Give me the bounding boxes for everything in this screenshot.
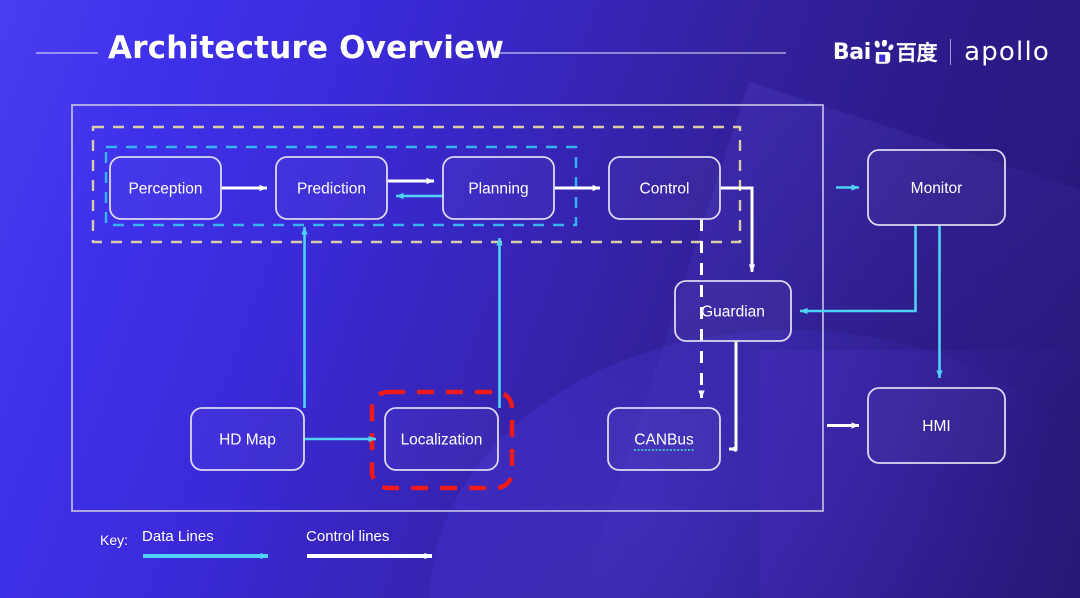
node-box-canbus <box>607 407 721 471</box>
node-monitor[interactable]: Monitor <box>867 149 1006 226</box>
title-rule-left <box>36 52 98 54</box>
diagram-nodes: Perception Prediction Planning ControlGuard… <box>109 149 1006 471</box>
baidu-latin-text: Bai <box>832 39 871 65</box>
baidu-logo: Bai 百度 <box>832 37 938 67</box>
node-control[interactable]: Control <box>608 156 721 220</box>
brand-lockup: Bai 百度 apollo <box>833 34 1050 70</box>
architecture-diagram: Perception Prediction Planning ControlGuard… <box>71 104 1006 512</box>
brand-divider <box>950 39 952 65</box>
node-label-hdmap: HD Map <box>219 432 276 449</box>
node-label-canbus: CANBus <box>634 432 694 449</box>
legend-item-data-lines: Data Lines <box>142 528 292 563</box>
edge-monitor-to-guardian <box>799 225 917 315</box>
legend-arrow-control-lines <box>307 552 433 560</box>
node-planning[interactable]: Planning <box>442 156 555 220</box>
edge-guardian-to-canbus <box>728 341 738 453</box>
node-label-planning: Planning <box>468 181 528 198</box>
node-box-guardian <box>674 280 792 342</box>
node-label-perception: Perception <box>128 181 202 198</box>
diagram-edges <box>221 177 943 453</box>
node-box-planning <box>442 156 555 220</box>
slide-header: Architecture Overview Bai 百度 apollo <box>0 0 1080 96</box>
node-box-prediction <box>275 156 388 220</box>
title-rule-right <box>500 52 786 54</box>
node-prediction[interactable]: Prediction <box>275 156 388 220</box>
node-label-localization: Localization <box>401 432 483 449</box>
node-hmi[interactable]: HMI <box>867 387 1006 464</box>
edge-control-to-guardian <box>720 186 756 273</box>
legend-label-data-lines: Data Lines <box>142 528 214 545</box>
legend-arrow-data-lines <box>143 552 269 560</box>
node-box-monitor <box>867 149 1006 226</box>
diagram-group-boxes <box>71 104 824 512</box>
node-guardian[interactable]: Guardian <box>674 280 792 342</box>
node-box-localization <box>384 407 499 471</box>
group-perception-group <box>104 145 578 227</box>
node-label-monitor: Monitor <box>911 180 963 197</box>
node-box-hdmap <box>190 407 305 471</box>
node-canbus[interactable]: CANBus <box>607 407 721 471</box>
baidu-chinese-text: 百度 <box>895 41 938 65</box>
group-outer-frame <box>71 104 824 512</box>
baidu-paw-icon <box>872 40 895 64</box>
page-title: Architecture Overview <box>108 30 505 66</box>
node-label-control: Control <box>640 181 690 198</box>
legend-key-label: Key: <box>100 532 129 548</box>
group-control-group <box>91 125 742 244</box>
node-box-hmi <box>867 387 1006 464</box>
node-hdmap[interactable]: HD Map <box>190 407 305 471</box>
node-label-prediction: Prediction <box>297 181 366 198</box>
node-label-hmi: HMI <box>922 418 950 435</box>
node-perception[interactable]: Perception <box>109 156 222 220</box>
node-label-guardian: Guardian <box>701 304 765 321</box>
diagram-legend: Key: Data Lines Control lines <box>100 528 456 563</box>
node-box-control <box>608 156 721 220</box>
apollo-logo: apollo <box>964 37 1050 67</box>
node-localization[interactable]: Localization <box>384 407 499 471</box>
legend-item-control-lines: Control lines <box>306 528 456 563</box>
node-box-perception <box>109 156 222 220</box>
legend-label-control-lines: Control lines <box>306 528 390 545</box>
